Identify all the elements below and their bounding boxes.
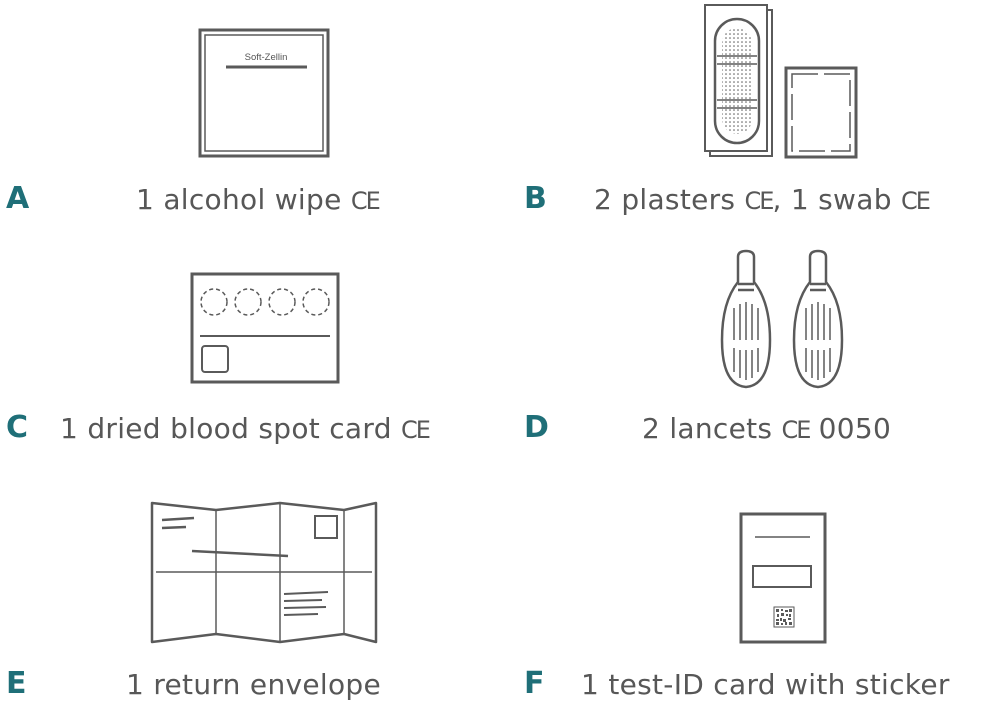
item-label-b: 2 plasters CE, 1 swab CE: [594, 183, 931, 216]
item-text-d2: 0050: [809, 412, 892, 445]
lancet-icon: [720, 249, 772, 389]
alcohol-wipe-icon: Soft-Zellin: [198, 28, 330, 158]
return-envelope-icon: [150, 501, 378, 644]
ce-mark-icon: CE: [744, 187, 775, 215]
item-label-a: 1 alcohol wipe CE: [136, 183, 381, 216]
item-text-f: 1 test-ID card with sticker: [581, 668, 950, 701]
item-letter-f: F: [524, 666, 545, 701]
item-text-c: 1 dried blood spot card: [60, 412, 392, 445]
ce-mark-icon: CE: [401, 416, 431, 444]
item-letter-a: A: [6, 181, 30, 216]
item-letter-e: E: [6, 666, 27, 701]
lancet-icon: [792, 249, 844, 389]
qr-code-icon: [773, 606, 795, 628]
item-letter-d: D: [524, 410, 549, 445]
item-label-e: 1 return envelope: [126, 671, 381, 699]
plasters-icon: [704, 4, 773, 157]
item-label-c: 1 dried blood spot card CE: [60, 412, 431, 445]
ce-mark-icon: CE: [901, 187, 931, 215]
item-text-a: 1 alcohol wipe: [136, 183, 342, 216]
swab-icon: [784, 66, 858, 159]
ce-mark-icon: CE: [781, 416, 812, 444]
item-text-b: 2 plasters: [594, 183, 736, 216]
item-label-f: 1 test-ID card with sticker: [581, 671, 950, 699]
ce-mark-icon: CE: [350, 187, 381, 215]
item-label-d: 2 lancets CE 0050: [642, 415, 891, 443]
wipe-brand-label: Soft-Zellin: [245, 52, 288, 63]
item-text-d: 2 lancets: [642, 412, 773, 445]
blood-spot-card-icon: [190, 272, 340, 384]
item-letter-c: C: [6, 410, 29, 445]
item-text-e: 1 return envelope: [126, 668, 382, 701]
item-letter-b: B: [524, 181, 547, 216]
item-text-b2: , 1 swab: [772, 183, 892, 216]
test-id-card-icon: [739, 512, 827, 644]
